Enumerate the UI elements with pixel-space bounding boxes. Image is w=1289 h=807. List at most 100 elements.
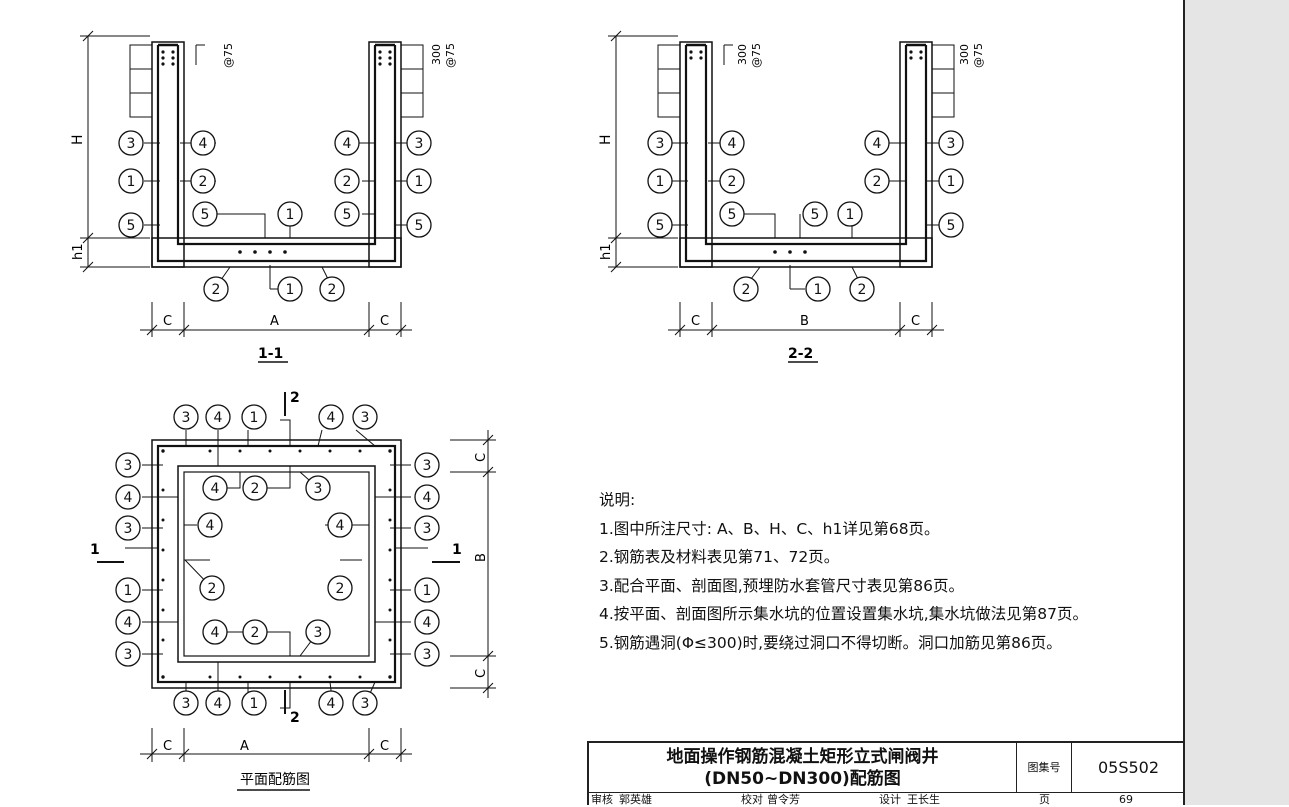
rebar-marker: [327, 575, 353, 601]
section-2-2-spacing-top: 300: [736, 44, 749, 65]
rebar-marker-number: 4: [214, 696, 223, 712]
section-1-1-spacing-bottom: @75: [222, 43, 235, 68]
tb-page-label: 页: [1039, 793, 1050, 806]
section-1-1-spacing-bottom-r: @75: [444, 43, 457, 68]
rebar-marker-number: 3: [361, 696, 370, 712]
drawing-sheet: [80, 30, 955, 762]
note-4: 4.按平面、剖面图所示集水坑的位置设置集水坑,集水坑做法见第87页。: [599, 605, 1088, 624]
title-block: 地面操作钢筋混凝土矩形立式闸阀井 (DN50~DN300)配筋图 图集号 05S…: [587, 741, 1185, 807]
title-block-row2: 审核 郭英雄 校对 曾令芳 设计 王长生 页 69: [589, 793, 1185, 807]
plan-rdim-top: C: [474, 453, 489, 462]
note-3: 3.配合平面、剖面图,预埋防水套管尺寸表见第86页。: [599, 576, 964, 595]
rebar-marker: [938, 212, 964, 238]
atlas-label: 图集号: [1017, 743, 1072, 793]
rebar-marker: [414, 609, 440, 635]
rebar-marker-number: 1: [947, 174, 956, 190]
section-2-2-dim-right: C: [911, 314, 920, 329]
rebar-marker: [805, 276, 831, 302]
section-1-1-dim-right: C: [380, 314, 389, 329]
rebar-marker-number: 4: [214, 410, 223, 426]
tb-page-number: 69: [1119, 793, 1133, 806]
rebar-marker: [318, 690, 344, 716]
rebar-marker: [352, 690, 378, 716]
rebar-marker: [192, 201, 218, 227]
note-2: 2.钢筋表及材料表见第71、72页。: [599, 548, 840, 567]
rebar-marker-number: 3: [423, 521, 432, 537]
note-5: 5.钢筋遇洞(Φ≤300)时,要绕过洞口不得切断。洞口加筋见第86页。: [599, 633, 1062, 652]
rebar-marker: [414, 641, 440, 667]
rebar-marker: [118, 212, 144, 238]
rebar-marker: [334, 168, 360, 194]
rebar-marker-number: 3: [947, 136, 956, 152]
rebar-marker-number: 4: [327, 696, 336, 712]
rebar-marker: [205, 404, 231, 430]
rebar-marker-number: 4: [343, 136, 352, 152]
note-1: 1.图中所注尺寸: A、B、H、C、h1详见第68页。: [599, 519, 940, 538]
rebar-marker-number: 4: [206, 518, 215, 534]
rebar-marker: [115, 484, 141, 510]
section-2-2-spacing-top-r: 300: [958, 44, 971, 65]
rebar-marker-number: 2: [858, 282, 867, 298]
rebar-marker-number: 2: [742, 282, 751, 298]
rebar-marker-number: 5: [728, 207, 737, 223]
rebar-marker-number: 4: [124, 615, 133, 631]
rebar-marker: [414, 484, 440, 510]
tb-checker: 曾令芳: [767, 793, 800, 806]
section-2-2-h: H: [598, 134, 614, 145]
rebar-marker-number: 3: [361, 410, 370, 426]
rebar-marker: [242, 619, 268, 645]
title-line-2: (DN50~DN300)配筋图: [704, 769, 901, 789]
rebar-marker-number: 4: [873, 136, 882, 152]
rebar-marker-number: 4: [728, 136, 737, 152]
plan-title: 平面配筋图: [240, 771, 310, 788]
rebar-marker: [115, 515, 141, 541]
section-2-2-dim-mid: B: [800, 314, 809, 329]
rebar-marker: [719, 168, 745, 194]
plan-cut-2-bottom: 2: [290, 710, 300, 726]
rebar-marker: [190, 168, 216, 194]
rebar-marker-number: 3: [182, 696, 191, 712]
section-1-1-spacing-top-r: 300: [430, 44, 443, 65]
rebar-marker: [202, 619, 228, 645]
title-line-1: 地面操作钢筋混凝土矩形立式闸阀井: [666, 747, 939, 767]
rebar-marker-number: 3: [182, 410, 191, 426]
rebar-marker-number: 3: [415, 136, 424, 152]
rebar-marker-number: 1: [846, 207, 855, 223]
rebar-marker: [733, 276, 759, 302]
rebar-marker-number: 3: [656, 136, 665, 152]
rebar-marker-number: 4: [423, 490, 432, 506]
rebar-marker-number: 3: [124, 458, 133, 474]
rebar-marker: [327, 512, 353, 538]
rebar-marker-number: 2: [873, 174, 882, 190]
tb-reviewer: 郭英雄: [619, 793, 652, 806]
plan-rdim-bottom: C: [474, 669, 489, 678]
plan-view: [97, 392, 496, 762]
rebar-marker-number: 4: [336, 518, 345, 534]
rebar-marker-number: 3: [124, 647, 133, 663]
rebar-marker-number: 1: [814, 282, 823, 298]
plan-cut-1-right: 1: [452, 542, 462, 558]
plan-dim-mid: A: [240, 739, 249, 754]
rebar-marker: [318, 404, 344, 430]
rebar-marker: [938, 130, 964, 156]
rebar-marker: [414, 515, 440, 541]
section-1-1-title: 1-1: [258, 346, 283, 362]
rebar-marker: [205, 690, 231, 716]
section-1-1: [80, 30, 424, 337]
rebar-marker-number: 2: [728, 174, 737, 190]
rebar-marker-number: 1: [250, 410, 259, 426]
rebar-marker: [202, 475, 228, 501]
rebar-marker: [938, 168, 964, 194]
tb-design-label: 设计: [879, 793, 901, 806]
rebar-marker: [173, 404, 199, 430]
rebar-marker-number: 5: [811, 207, 820, 223]
rebar-marker-number: 5: [201, 207, 210, 223]
rebar-marker-number: 1: [286, 207, 295, 223]
rebar-marker-number: 1: [127, 174, 136, 190]
rebar-marker-number: 4: [211, 481, 220, 497]
rebar-marker-number: 4: [199, 136, 208, 152]
rebar-marker: [115, 609, 141, 635]
rebar-marker: [305, 475, 331, 501]
rebar-marker-number: 3: [423, 458, 432, 474]
